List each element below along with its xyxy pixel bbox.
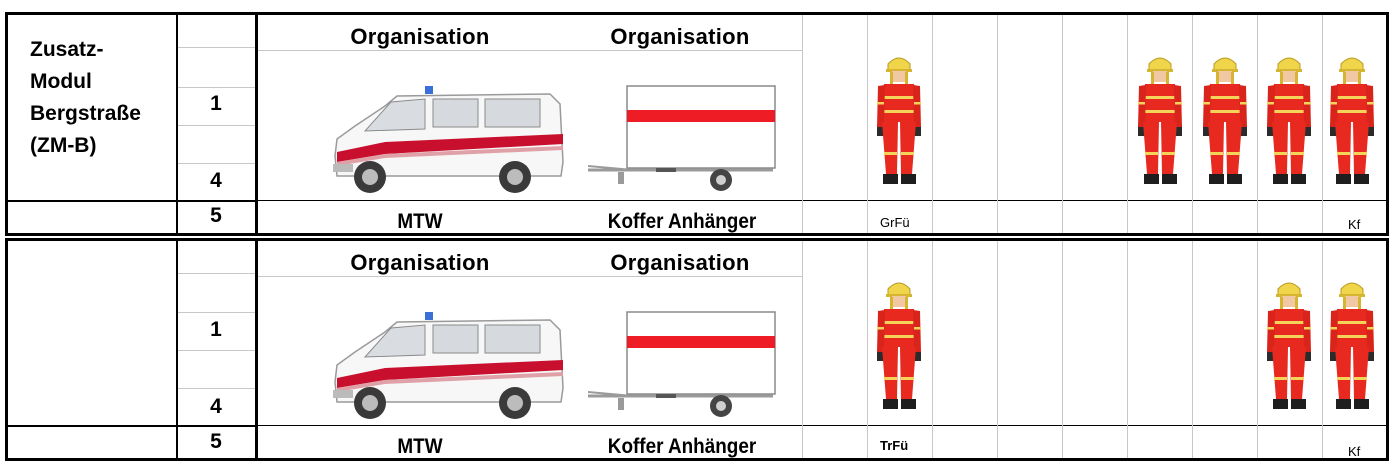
- trailer-icon: [588, 310, 778, 422]
- module-border-right: [1386, 12, 1389, 236]
- vehicle-label-trailer: Koffer Anhänger: [607, 210, 757, 233]
- role-label-leader: GrFü: [880, 215, 910, 230]
- vehicle-label-trailer: Koffer Anhänger: [607, 435, 757, 458]
- module-border-right: [1386, 238, 1389, 461]
- org-label-vehicle: Organisation: [350, 250, 490, 275]
- vehicle-label-mtw: MTW: [397, 210, 443, 233]
- firefighter-icon: [1135, 52, 1185, 187]
- module-divider: [255, 238, 258, 461]
- van-icon: [325, 310, 570, 422]
- module-border-bottom: [5, 233, 1389, 236]
- module-border-left: [5, 12, 8, 236]
- count-total: 5: [210, 430, 222, 453]
- role-label-leader: TrFü: [880, 438, 909, 453]
- count-max: 4: [210, 169, 222, 192]
- number-column-divider: [176, 12, 178, 236]
- role-label-driver: Kf: [1348, 444, 1361, 459]
- count-max: 4: [210, 395, 222, 418]
- count-min: 1: [210, 318, 222, 341]
- org-label-trailer: Organisation: [610, 24, 750, 49]
- firefighter-icon: [1327, 52, 1377, 187]
- module-divider: [255, 12, 258, 236]
- module-border-top: [5, 238, 1389, 241]
- trailer-icon: [588, 84, 778, 196]
- footer-divider: [5, 200, 258, 202]
- van-icon: [325, 84, 570, 196]
- firefighter-icon: [1200, 52, 1250, 187]
- firefighter-icon: [874, 277, 924, 412]
- module-border-bottom: [5, 458, 1389, 461]
- vehicle-label-mtw: MTW: [397, 435, 443, 458]
- module-border-left: [5, 238, 8, 461]
- module-border-top: [5, 12, 1389, 15]
- firefighter-icon: [1264, 277, 1314, 412]
- footer-divider: [5, 425, 258, 427]
- org-label-vehicle: Organisation: [350, 24, 490, 49]
- firefighter-icon: [1264, 52, 1314, 187]
- count-min: 1: [210, 92, 222, 115]
- number-column-divider: [176, 238, 178, 461]
- module-title: Zusatz- Modul Bergstraße (ZM-B): [30, 38, 141, 157]
- role-label-driver: Kf: [1348, 217, 1361, 232]
- firefighter-icon: [1327, 277, 1377, 412]
- count-total: 5: [210, 204, 222, 227]
- firefighter-icon: [874, 52, 924, 187]
- org-label-trailer: Organisation: [610, 250, 750, 275]
